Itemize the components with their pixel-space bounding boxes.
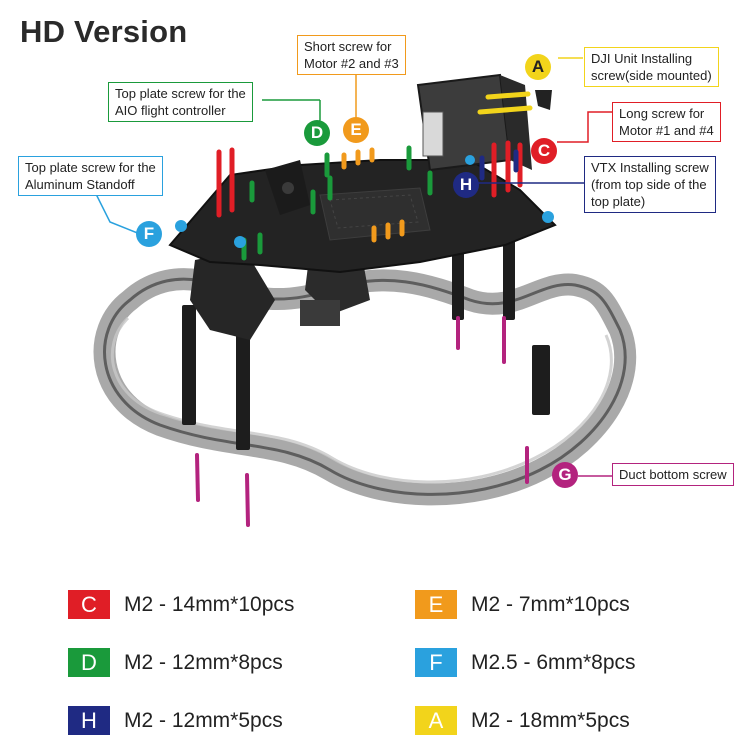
legend-text-h: M2 - 12mm*5pcs xyxy=(124,708,283,732)
callout-c: Long screw for Motor #1 and #4 xyxy=(612,102,721,142)
badge-d: D xyxy=(304,120,330,146)
top-plate xyxy=(168,159,557,274)
badge-f: F xyxy=(136,221,162,247)
callout-c-line-2: Motor #1 and #4 xyxy=(619,123,714,138)
legend-chip-c: C xyxy=(68,590,110,619)
legend-item-c: C M2 - 14mm*10pcs xyxy=(68,590,294,619)
legend-chip-a: A xyxy=(415,706,457,735)
a-screws xyxy=(477,91,533,115)
callout-h-line-2: (from top side of the xyxy=(591,177,707,192)
legend-item-d: D M2 - 12mm*8pcs xyxy=(68,648,283,677)
callout-e-line-1: Short screw for xyxy=(304,39,392,54)
page-title: HD Version xyxy=(20,14,188,49)
legend-chip-f: F xyxy=(415,648,457,677)
callout-d-line-1: Top plate screw for the xyxy=(115,86,246,101)
duct-bottom-screws xyxy=(195,316,529,527)
legend-item-e: E M2 - 7mm*10pcs xyxy=(415,590,630,619)
callout-d: Top plate screw for the AIO flight contr… xyxy=(108,82,253,122)
badge-c: C xyxy=(531,138,557,164)
badge-h: H xyxy=(453,172,479,198)
callout-g: Duct bottom screw xyxy=(612,463,734,486)
f-screws xyxy=(175,155,554,248)
badge-g: G xyxy=(552,462,578,488)
callout-a: DJI Unit Installing screw(side mounted) xyxy=(584,47,719,87)
legend-chip-e: E xyxy=(415,590,457,619)
h-screws xyxy=(479,149,519,181)
callout-a-line-2: screw(side mounted) xyxy=(591,68,712,83)
duct-guard xyxy=(93,268,637,506)
callout-g-line-1: Duct bottom screw xyxy=(619,467,727,482)
badge-e: E xyxy=(343,117,369,143)
e-screws xyxy=(341,147,405,243)
callout-e: Short screw for Motor #2 and #3 xyxy=(297,35,406,75)
legend-item-f: F M2.5 - 6mm*8pcs xyxy=(415,648,636,677)
standoffs xyxy=(182,235,550,450)
callout-a-line-1: DJI Unit Installing xyxy=(591,51,693,66)
callout-d-line-2: AIO flight controller xyxy=(115,103,226,118)
legend-text-e: M2 - 7mm*10pcs xyxy=(471,592,630,616)
callout-c-line-1: Long screw for xyxy=(619,106,705,121)
callout-e-line-2: Motor #2 and #3 xyxy=(304,56,399,71)
legend-item-a: A M2 - 18mm*5pcs xyxy=(415,706,630,735)
callout-h-line-1: VTX Installing screw xyxy=(591,160,709,175)
leader-lines xyxy=(94,57,612,477)
callout-f-line-2: Aluminum Standoff xyxy=(25,177,135,192)
callout-f: Top plate screw for the Aluminum Standof… xyxy=(18,156,163,196)
callout-h: VTX Installing screw (from top side of t… xyxy=(584,156,716,213)
legend-text-a: M2 - 18mm*5pcs xyxy=(471,708,630,732)
callout-f-line-1: Top plate screw for the xyxy=(25,160,156,175)
callout-h-line-3: top plate) xyxy=(591,194,646,209)
c-screws xyxy=(216,140,523,218)
legend-chip-d: D xyxy=(68,648,110,677)
badge-a: A xyxy=(525,54,551,80)
legend-item-h: H M2 - 12mm*5pcs xyxy=(68,706,283,735)
legend-text-f: M2.5 - 6mm*8pcs xyxy=(471,650,636,674)
legend-chip-h: H xyxy=(68,706,110,735)
front-camera-bracket xyxy=(265,160,310,215)
legend-text-d: M2 - 12mm*8pcs xyxy=(124,650,283,674)
legend-text-c: M2 - 14mm*10pcs xyxy=(124,592,295,616)
